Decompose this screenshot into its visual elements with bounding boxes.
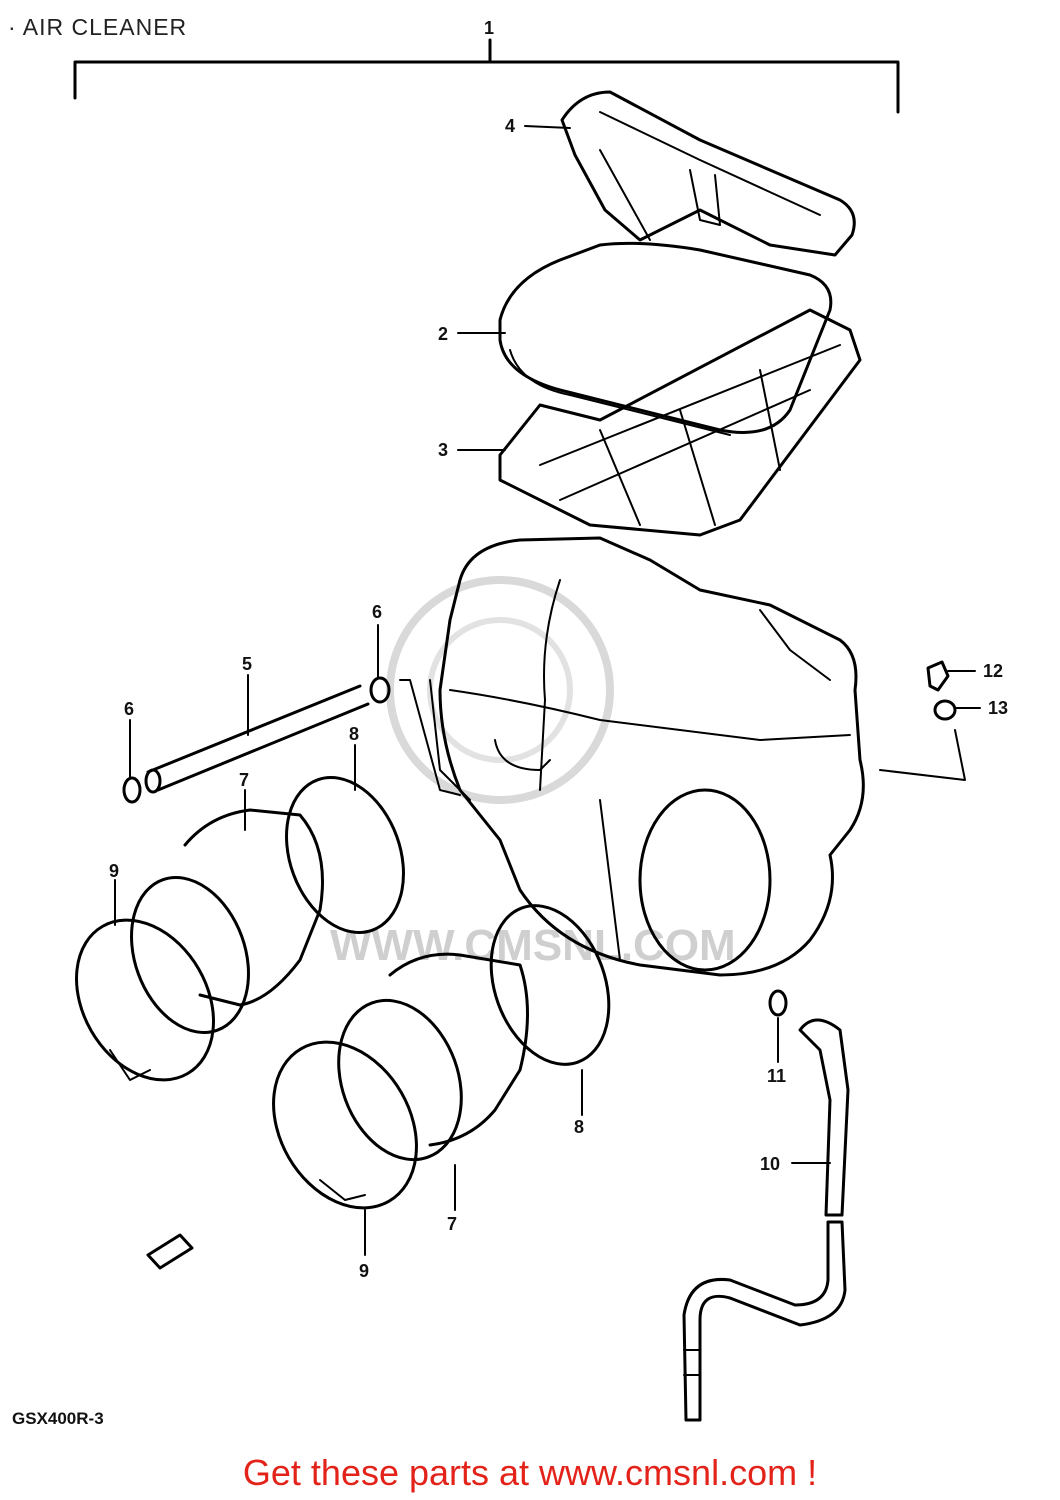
watermark: WWW.CMSNL.COM: [330, 576, 736, 970]
assembly-bracket: [73, 38, 900, 114]
model-code: GSX400R-3: [12, 1409, 104, 1428]
part-intake-boot-left: [75, 776, 405, 1082]
callout-6b: 6: [124, 699, 134, 719]
callout-4: 4: [505, 116, 515, 136]
leader-lines: [114, 125, 981, 1256]
callout-13: 13: [988, 698, 1008, 718]
callout-1: 1: [484, 18, 494, 38]
part-drain-hose: [682, 989, 850, 1422]
part-bolt-washer: [879, 660, 966, 781]
callout-7a: 7: [239, 770, 249, 790]
part-intake-duct: [560, 90, 856, 257]
part-filter-frame: [498, 308, 862, 537]
page-title: · AIR CLEANER: [8, 14, 188, 40]
watermark-text: WWW.CMSNL.COM: [330, 921, 736, 970]
callout-3: 3: [438, 440, 448, 460]
part-drain-pipe: [122, 676, 461, 804]
callout-labels: 1 2 3 4 5 6 6 7 7 8 8 9 9 10 11 12 13: [109, 18, 1008, 1281]
callout-9b: 9: [359, 1261, 369, 1281]
footer-link[interactable]: Get these parts at www.cmsnl.com !: [242, 1452, 818, 1493]
front-arrow-icon: [146, 1233, 194, 1270]
callout-8b: 8: [574, 1117, 584, 1137]
callout-6a: 6: [372, 602, 382, 622]
part-air-cleaner-housing: [429, 536, 865, 977]
callout-8a: 8: [349, 724, 359, 744]
callout-12: 12: [983, 661, 1003, 681]
callout-5: 5: [242, 654, 252, 674]
callout-9a: 9: [109, 861, 119, 881]
part-filter-element: [498, 241, 833, 436]
callout-11: 11: [767, 1066, 786, 1086]
callout-7b: 7: [447, 1214, 457, 1234]
callout-10: 10: [760, 1154, 780, 1174]
part-intake-boot-right: [272, 904, 611, 1210]
callout-2: 2: [438, 324, 448, 344]
